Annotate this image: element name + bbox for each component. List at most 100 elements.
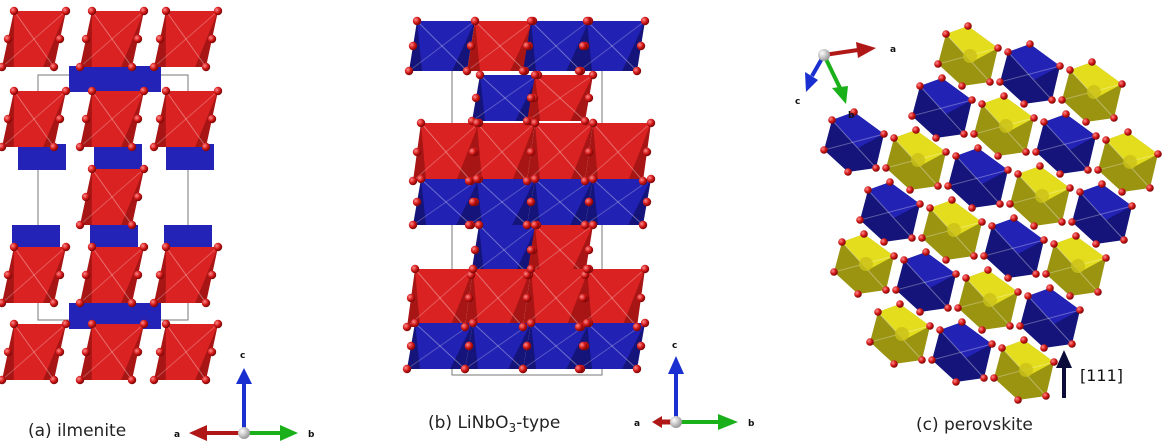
oxygen-atom: [127, 375, 137, 385]
oxygen-atom: [133, 192, 143, 202]
oxygen-atom: [1004, 274, 1012, 282]
octahedron-face: [1106, 132, 1158, 168]
oxygen-atom: [860, 230, 868, 238]
oxygen-atom: [1118, 188, 1126, 196]
octahedron-edge: [991, 225, 1037, 275]
oxygen-atom: [1050, 358, 1058, 366]
octahedron-edge: [534, 178, 586, 226]
oxygen-atom: [408, 176, 418, 186]
oxygen-atom: [830, 268, 838, 276]
oxygen-atom: [928, 356, 936, 364]
octahedron-edge: [466, 20, 534, 72]
oxygen-atom: [61, 86, 71, 96]
octahedron-face: [920, 78, 972, 114]
octahedron-edge: [468, 178, 536, 226]
blue-octahedron: [1071, 184, 1133, 244]
oxygen-atom: [475, 70, 485, 80]
octahedron-edge: [474, 20, 526, 72]
oxygen-atom: [1094, 166, 1102, 174]
octahedron-edge: [911, 99, 973, 117]
c-arrowhead-icon: [805, 72, 818, 92]
oxygen-atom: [1068, 218, 1076, 226]
oxygen-atom: [213, 86, 223, 96]
octahedron: [471, 74, 539, 122]
axis-triad-b: c b a: [634, 341, 755, 430]
octahedron-edge: [823, 133, 885, 151]
oxygen-atom: [471, 93, 481, 103]
oxygen-atom: [0, 142, 7, 152]
oxygen-atom: [81, 192, 91, 202]
oxygen-atom: [213, 242, 223, 252]
oxygen-atom: [646, 174, 656, 184]
oxygen-atom: [990, 374, 998, 382]
red-octahedra-layer: [1, 10, 219, 381]
octahedron-edge: [472, 322, 524, 370]
oxygen-atom: [1082, 118, 1090, 126]
oxygen-atom: [948, 196, 956, 204]
oxygen-atom: [464, 293, 474, 303]
octahedron-face: [1070, 62, 1122, 98]
oxygen-atom: [856, 216, 864, 224]
axis-label-a: a: [890, 45, 896, 55]
oxygen-atom: [1050, 240, 1058, 248]
octahedron-edge: [153, 246, 219, 304]
oxygen-atom: [518, 66, 528, 76]
oxygen-atom: [87, 86, 97, 96]
oxygen-atom: [918, 356, 926, 364]
oxygen-atom: [149, 298, 159, 308]
oxygen-atom: [466, 41, 476, 51]
oxygen-atom: [926, 322, 934, 330]
oxygen-atom: [1030, 222, 1038, 230]
oxygen-atom: [201, 375, 211, 385]
oxygen-atom: [954, 304, 962, 312]
octahedron-edge: [867, 189, 913, 239]
oxygen-atoms: [0, 6, 223, 385]
yellow-octahedron: [869, 304, 931, 364]
oxygen-atom: [892, 286, 900, 294]
oxygen-atom: [918, 234, 926, 242]
octahedron-edge: [1043, 121, 1089, 171]
oxygen-atom: [632, 322, 642, 332]
octahedron-edge: [479, 74, 531, 122]
oxygen-atom: [970, 130, 978, 138]
oxygen-atom: [1056, 62, 1064, 70]
oxygen-atom: [1040, 236, 1048, 244]
oxygen-atom: [890, 134, 898, 142]
octahedron-face: [477, 179, 535, 225]
oxygen-atom: [0, 375, 7, 385]
octahedron-face: [593, 123, 651, 181]
octahedron-face: [992, 218, 1044, 254]
octahedron-edge: [859, 203, 921, 221]
oxygen-atom: [464, 176, 474, 186]
axis-label-a: a: [174, 430, 180, 440]
oxygen-atom: [984, 266, 992, 274]
central-cation: [1035, 189, 1049, 203]
octahedron-face: [894, 130, 946, 166]
axis-label-b: b: [748, 419, 755, 429]
blue-octahedron: [823, 112, 885, 172]
octahedron-face: [1018, 166, 1070, 202]
oxygen-atom: [1146, 184, 1154, 192]
axis-triad-c: a b c: [795, 42, 896, 121]
octahedron: [578, 268, 646, 328]
octahedron-edge: [414, 322, 466, 370]
oxygen-atom: [646, 118, 656, 128]
oxygen-atom: [588, 220, 598, 230]
octahedron-face: [91, 11, 144, 67]
octahedron: [1, 90, 67, 148]
oxygen-atom: [916, 308, 924, 316]
oxygen-atom: [3, 34, 13, 44]
blue-octahedron: [947, 148, 1009, 208]
caption-perovskite: (c) perovskite: [916, 415, 1033, 435]
blue-octahedron: [999, 44, 1061, 104]
oxygen-atom: [1102, 254, 1110, 262]
oxygen-atom: [854, 290, 862, 298]
oxygen-atom: [468, 264, 478, 274]
oxygen-atom: [127, 220, 137, 230]
oxygen-atom: [1058, 96, 1066, 104]
oxygen-atom: [207, 34, 217, 44]
caption-ilmenite: (a) ilmenite: [28, 421, 126, 441]
octahedron-edge: [1, 10, 67, 68]
octahedron-face: [842, 234, 894, 270]
oxygen-atom: [942, 148, 950, 156]
